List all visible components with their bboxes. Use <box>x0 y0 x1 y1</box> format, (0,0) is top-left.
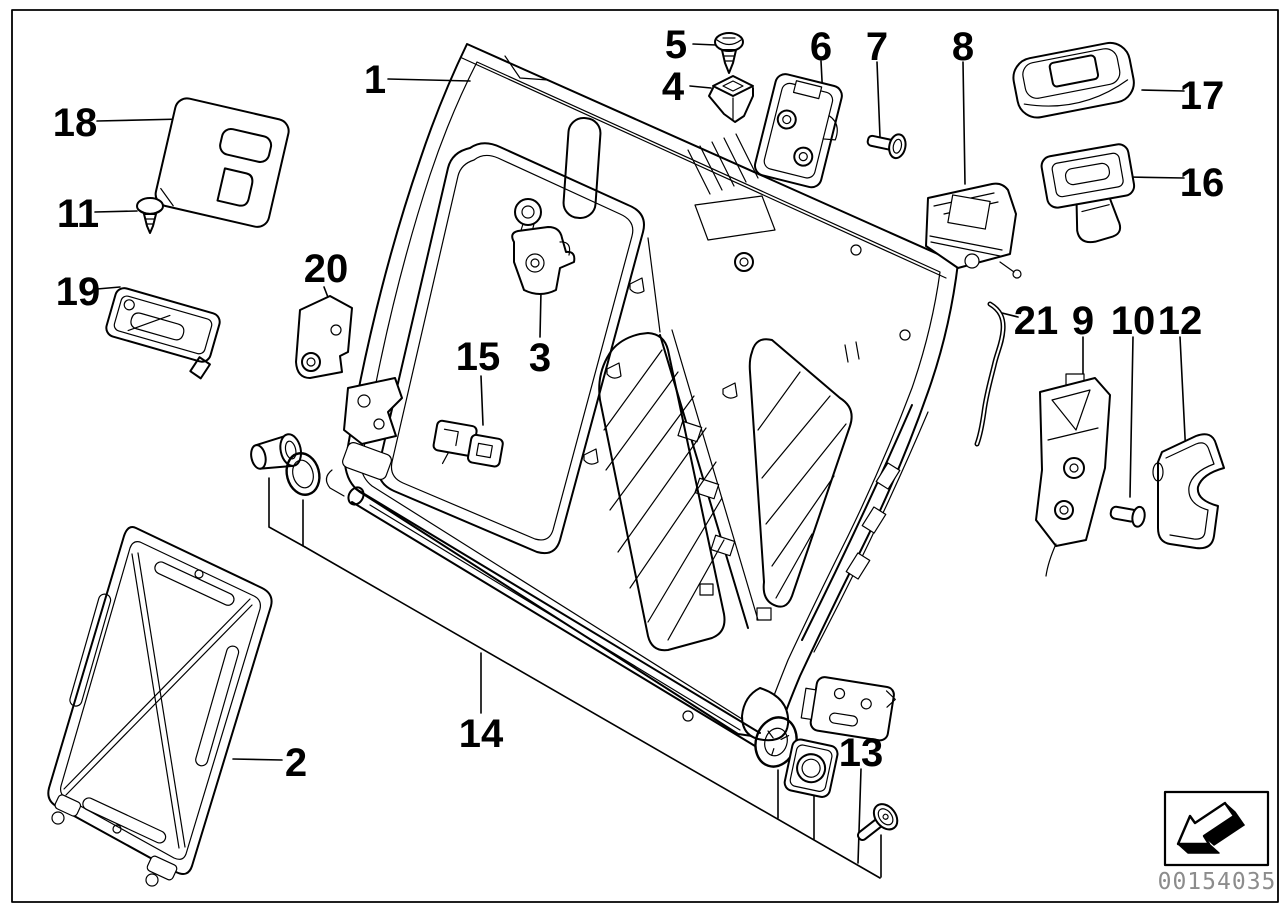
footer: 00154035 <box>1158 790 1277 895</box>
part-15-clip <box>432 419 504 468</box>
direction-arrow-box <box>1163 790 1270 867</box>
part-label-17[interactable]: 17 <box>1180 74 1225 118</box>
part-21-wire <box>974 301 1006 447</box>
part-label-3[interactable]: 3 <box>529 336 551 380</box>
part-label-4[interactable]: 4 <box>662 65 685 109</box>
part-16-bracket <box>1040 143 1136 244</box>
part-labels: 1 2 3 4 5 6 7 8 9 10 11 12 13 14 15 16 1… <box>53 23 1225 785</box>
part-7-bolt <box>866 133 907 160</box>
part-label-7[interactable]: 7 <box>866 25 888 69</box>
image-id: 00154035 <box>1158 869 1277 895</box>
part-10-pin <box>1109 505 1146 528</box>
part-19-cover <box>105 287 221 380</box>
part-6-hinge <box>753 73 843 189</box>
hatch-lines-left <box>603 349 725 641</box>
part-9-lock <box>1035 373 1111 577</box>
hatch-lines-right <box>757 371 847 599</box>
part-label-20[interactable]: 20 <box>304 247 349 291</box>
socket-bezel <box>783 738 839 798</box>
seat-frame-drawing <box>325 43 959 747</box>
part-5-screw <box>714 32 744 74</box>
o-ring <box>285 452 321 496</box>
part-18-cover <box>154 97 290 228</box>
part-label-21[interactable]: 21 <box>1014 299 1059 343</box>
page-border <box>11 9 1279 903</box>
part-12-cover <box>1152 433 1225 550</box>
screw-13 <box>856 803 899 842</box>
part-label-9[interactable]: 9 <box>1072 299 1094 343</box>
part-label-16[interactable]: 16 <box>1180 161 1225 205</box>
part-label-14[interactable]: 14 <box>459 712 504 756</box>
part-label-1[interactable]: 1 <box>364 58 386 102</box>
part-label-15[interactable]: 15 <box>456 335 501 379</box>
direction-arrow-icon <box>1176 801 1245 854</box>
part-label-5[interactable]: 5 <box>665 23 687 67</box>
part-2-panel <box>47 526 273 887</box>
bushing <box>250 433 303 470</box>
leader-lines <box>94 43 1187 879</box>
clip-marks <box>583 277 738 465</box>
part-label-12[interactable]: 12 <box>1158 299 1203 343</box>
part-label-11[interactable]: 11 <box>57 192 99 236</box>
part-4-clip-nut <box>708 75 754 123</box>
part-8-latch <box>925 182 1022 279</box>
part-20-bracket <box>295 295 353 379</box>
part-3-latch <box>511 198 576 295</box>
vent-grille-lines <box>687 133 759 195</box>
part-label-19[interactable]: 19 <box>56 270 101 314</box>
part-11-rivet <box>136 197 164 234</box>
part-label-6[interactable]: 6 <box>810 25 832 69</box>
part-label-10[interactable]: 10 <box>1111 299 1156 343</box>
part-17-cap <box>1012 41 1135 119</box>
part-label-2[interactable]: 2 <box>285 741 307 785</box>
part-label-13[interactable]: 13 <box>839 731 884 775</box>
part-label-18[interactable]: 18 <box>53 101 98 145</box>
part-13-plate <box>800 676 896 742</box>
part-label-8[interactable]: 8 <box>952 25 974 69</box>
part-14-rail <box>347 486 761 747</box>
